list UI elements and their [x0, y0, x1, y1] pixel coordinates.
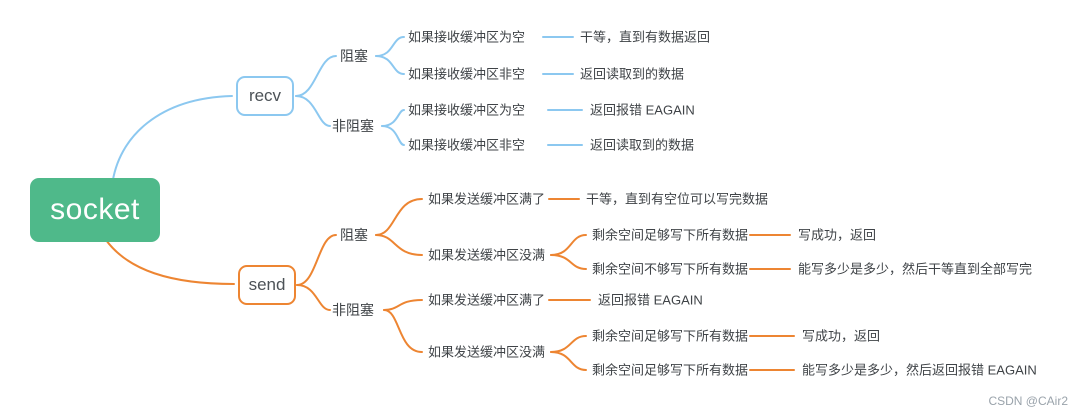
connector: [375, 36, 405, 57]
watermark: CSDN @CAir2: [988, 394, 1068, 408]
connector: [383, 309, 423, 353]
send-nonblocking-notfull-row1-result: 写成功，返回: [802, 328, 881, 344]
send-blocking-notfull-row1-cond: 剩余空间足够写下所有数据: [592, 227, 749, 243]
send-nonblocking-notfull-row2-result: 能写多少是多少，然后返回报错 EAGAIN: [802, 362, 1037, 378]
connector: [550, 335, 587, 353]
connector: [550, 351, 587, 371]
send-blocking-full-result: 干等，直到有空位可以写完数据: [586, 191, 769, 207]
connector: [296, 284, 331, 311]
recv-nonblocking-row2-cond: 如果接收缓冲区非空: [408, 137, 526, 153]
recv-blocking-label: 阻塞: [340, 48, 368, 64]
send-blocking-notfull-row2-cond: 剩余空间不够写下所有数据: [592, 261, 749, 277]
recv-nonblocking-row2-result: 返回读取到的数据: [590, 137, 695, 153]
send-blocking-full-cond: 如果发送缓冲区满了: [428, 191, 546, 207]
send-nonblocking-label: 非阻塞: [332, 302, 374, 318]
connector: [550, 254, 587, 270]
connector: [295, 95, 331, 127]
send-nonblocking-full-cond: 如果发送缓冲区满了: [428, 292, 546, 308]
recv-nonblocking-row1-cond: 如果接收缓冲区为空: [408, 102, 526, 118]
connector: [296, 234, 337, 286]
recv-blocking-row1-result: 干等，直到有数据返回: [580, 29, 711, 45]
send-connectors: [296, 198, 795, 371]
send-nonblocking-notfull-row1-cond: 剩余空间足够写下所有数据: [592, 328, 749, 344]
recv-nonblocking-label: 非阻塞: [332, 118, 374, 134]
connector: [381, 109, 405, 127]
send-blocking-label: 阻塞: [340, 227, 368, 243]
recv-blocking-row2-result: 返回读取到的数据: [580, 66, 685, 82]
root-to-send-connector: [105, 239, 235, 285]
send-nonblocking-notfull-cond: 如果发送缓冲区没满: [428, 344, 546, 360]
connector: [375, 55, 405, 75]
send-blocking-notfull-row1-result: 写成功，返回: [798, 227, 877, 243]
connector: [550, 234, 587, 256]
connector: [295, 55, 337, 97]
recv-blocking-row1-cond: 如果接收缓冲区为空: [408, 29, 526, 45]
send-nonblocking-full-result: 返回报错 EAGAIN: [598, 292, 703, 308]
connector: [375, 198, 423, 236]
root-to-recv-connector: [111, 95, 233, 187]
recv-nonblocking-row1-result: 返回报错 EAGAIN: [590, 102, 695, 118]
connector: [383, 299, 423, 311]
connector: [375, 234, 423, 256]
send-nonblocking-notfull-row2-cond: 剩余空间足够写下所有数据: [592, 362, 749, 378]
send-blocking-notfull-cond: 如果发送缓冲区没满: [428, 247, 546, 263]
send-blocking-notfull-row2-result: 能写多少是多少，然后干等直到全部写完: [798, 261, 1033, 277]
send-branch-node: send: [238, 265, 296, 305]
recv-branch-node: recv: [236, 76, 294, 116]
connector: [381, 125, 405, 146]
recv-blocking-row2-cond: 如果接收缓冲区非空: [408, 66, 526, 82]
recv-connectors: [295, 36, 583, 146]
root-node-socket: socket: [30, 178, 160, 242]
